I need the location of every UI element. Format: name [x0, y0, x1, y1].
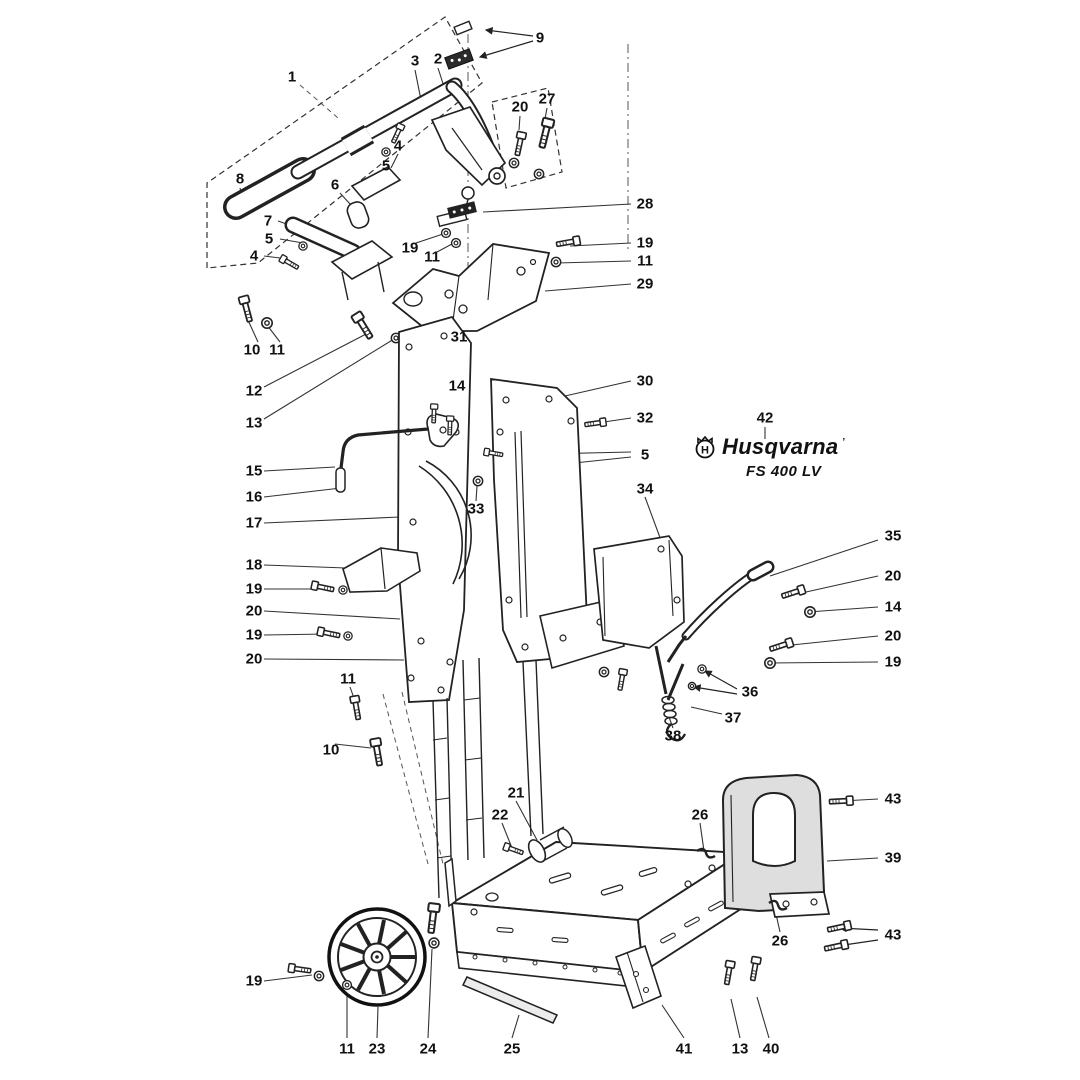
- brand-logo-row: H Husqvarna ’: [692, 434, 845, 460]
- side-bracket-and-fasteners: [310, 547, 421, 768]
- cross-plate: [391, 243, 551, 332]
- model-label: FS 400 LV: [746, 463, 822, 480]
- wear-strip-and-front-bracket: [461, 944, 762, 1024]
- depth-rod-and-clamp: [335, 403, 484, 493]
- handlebar-assembly: [223, 20, 556, 301]
- group-enclosure-dashed: [206, 16, 563, 269]
- support-box: [593, 535, 685, 649]
- transport-wheel: [287, 901, 442, 1007]
- chassis-deck: [432, 657, 749, 989]
- leader-lines-arrows: [478, 26, 879, 949]
- brand-trademark: ’: [842, 436, 846, 448]
- lift-lever-and-spring: [654, 560, 817, 742]
- brand-block: H Husqvarna ’ FS 400 LV: [692, 434, 845, 480]
- svg-text:H: H: [701, 445, 709, 457]
- husqvarna-crown-icon: H: [695, 435, 715, 459]
- guard-cover: [583, 417, 855, 955]
- brand-name: Husqvarna: [722, 434, 839, 459]
- mount-plate-and-fasteners: [237, 201, 582, 344]
- frame-plates: [397, 315, 629, 703]
